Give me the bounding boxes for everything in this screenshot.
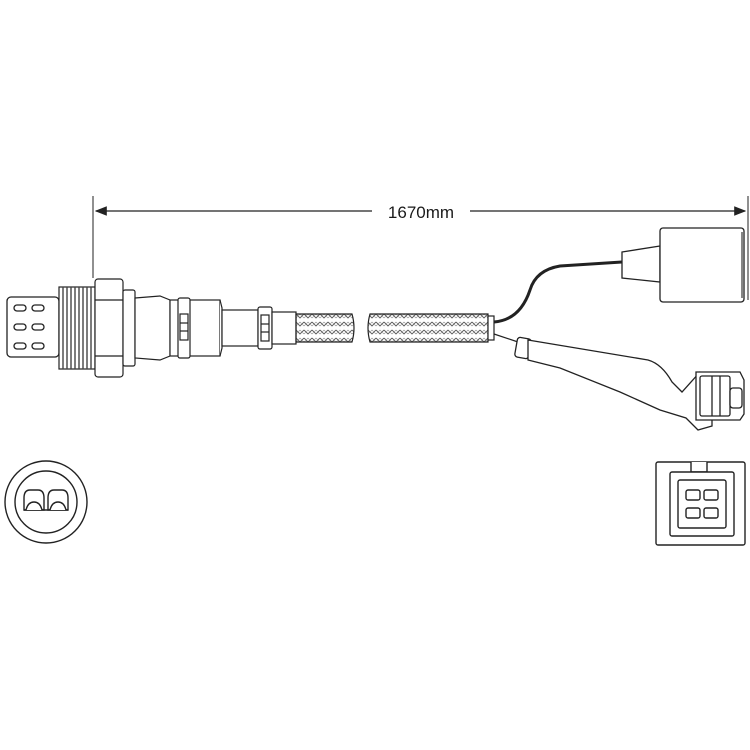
black-wire [493,260,623,324]
sensor-body [134,295,297,361]
dimension-label: 1670mm [388,203,454,222]
braided-cable [295,313,495,343]
upper-connector [621,227,745,303]
dimension-line: 1670mm [92,196,749,300]
sensor-probe-tip [6,296,60,358]
sensor-thread [58,278,136,378]
lower-connector [514,336,745,431]
braided-cable-right [367,313,489,343]
connector-wires [493,260,623,343]
sensor-end-view [4,460,88,544]
connector-end-view [655,461,746,546]
braided-cable-left [295,313,355,343]
